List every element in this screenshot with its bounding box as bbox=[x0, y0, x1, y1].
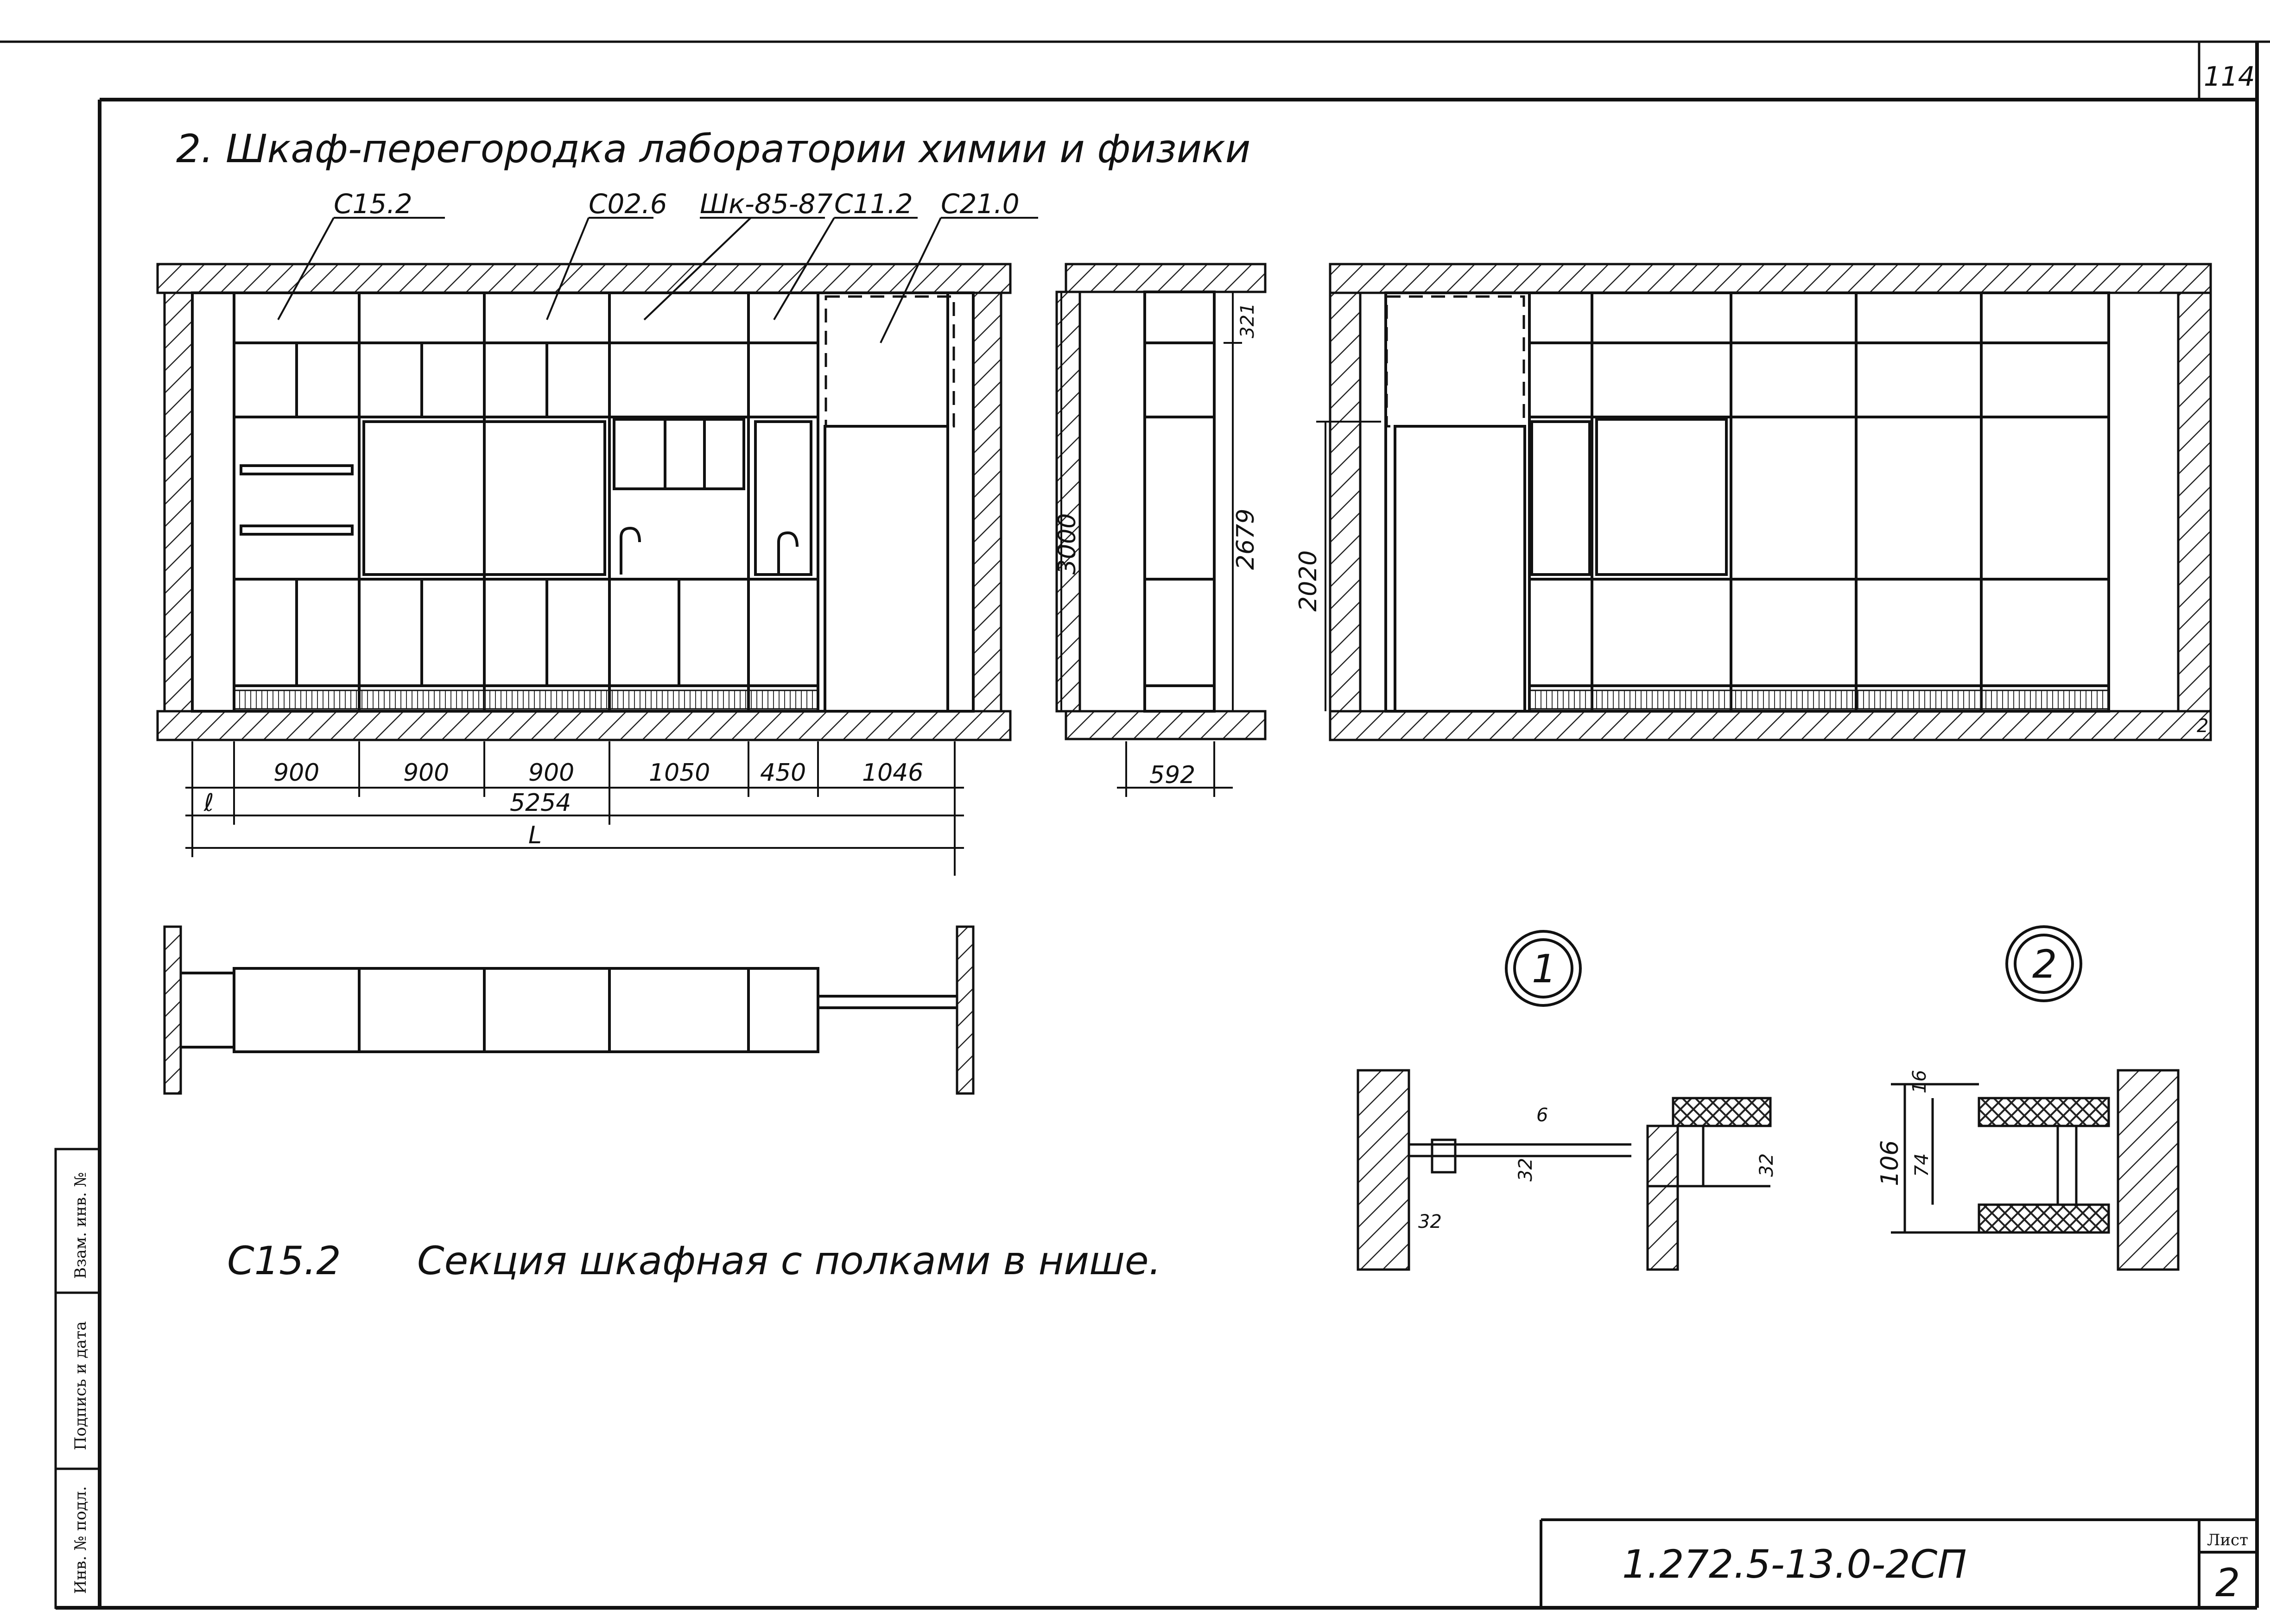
sheet-label: Лист bbox=[2207, 1531, 2248, 1549]
detail-2 bbox=[1891, 1069, 2180, 1271]
sheet-frame bbox=[0, 40, 2270, 1610]
dim-3000: 3000 bbox=[1053, 513, 1081, 575]
dim-6: 6 bbox=[1536, 1105, 1548, 1126]
label-c02-6: С02.6 bbox=[589, 188, 667, 220]
dim-32-a: 32 bbox=[1418, 1211, 1442, 1232]
front-elevation bbox=[156, 263, 1012, 741]
dim-16: 16 bbox=[1909, 1070, 1930, 1093]
dim-900-c: 900 bbox=[528, 759, 574, 787]
dim-1046: 1046 bbox=[862, 759, 923, 787]
dim-32-c: 32 bbox=[1756, 1153, 1777, 1177]
stamp-code: 1.272.5-13.0-2СП bbox=[1622, 1542, 1967, 1587]
dim-900-a: 900 bbox=[273, 759, 319, 787]
callout-leaders bbox=[277, 217, 1038, 343]
dim-900-b: 900 bbox=[403, 759, 449, 787]
dim-106: 106 bbox=[1876, 1140, 1904, 1186]
bubble-2: 2 bbox=[2032, 942, 2057, 987]
detail-1 bbox=[1357, 1069, 1772, 1271]
drawing-title: 2. Шкаф-перегородка лаборатории химии и … bbox=[176, 126, 1250, 171]
stamp-sign-date: Подпись и дата bbox=[71, 1321, 90, 1451]
axis-label: 2 bbox=[2197, 715, 2208, 737]
section-view bbox=[1055, 263, 1267, 797]
dim-2020: 2020 bbox=[1294, 550, 1322, 612]
label-c11-2: С11.2 bbox=[834, 188, 913, 220]
dim-2679: 2679 bbox=[1232, 509, 1260, 570]
stamp-vzam-inv: Взам. инв. № bbox=[71, 1172, 90, 1279]
dim-321: 321 bbox=[1237, 303, 1258, 338]
bubble-1: 1 bbox=[1532, 946, 1556, 992]
dim-592: 592 bbox=[1149, 761, 1195, 789]
plan-view bbox=[163, 925, 975, 1095]
side-stamp bbox=[54, 1148, 101, 1609]
dim-1050: 1050 bbox=[649, 759, 710, 787]
title-block bbox=[1540, 1518, 2257, 1608]
dim-74: 74 bbox=[1911, 1153, 1933, 1177]
caption-text: Секция шкафная с полками в нише. bbox=[417, 1238, 1161, 1283]
stamp-inv-orig: Инв. № подл. bbox=[71, 1486, 90, 1594]
detail-bubbles bbox=[1505, 925, 2082, 1007]
sheet-number: 2 bbox=[2215, 1560, 2240, 1605]
label-c21-0: С21.0 bbox=[941, 188, 1020, 220]
sink-faucet-icon bbox=[620, 526, 799, 575]
dim-5254: 5254 bbox=[510, 789, 571, 817]
label-shk: Шк-85-87 bbox=[700, 188, 833, 220]
dim-32-b: 32 bbox=[1515, 1158, 1536, 1182]
page-number: 114 bbox=[2204, 61, 2255, 92]
dimension-lines bbox=[185, 741, 964, 876]
label-c15-2: С15.2 bbox=[334, 188, 412, 220]
dim-450: 450 bbox=[760, 759, 806, 787]
dim-L: L bbox=[528, 821, 542, 849]
caption-code: С15.2 bbox=[227, 1238, 341, 1283]
rear-elevation bbox=[1316, 263, 2212, 741]
dim-l-small: ℓ bbox=[203, 789, 214, 817]
